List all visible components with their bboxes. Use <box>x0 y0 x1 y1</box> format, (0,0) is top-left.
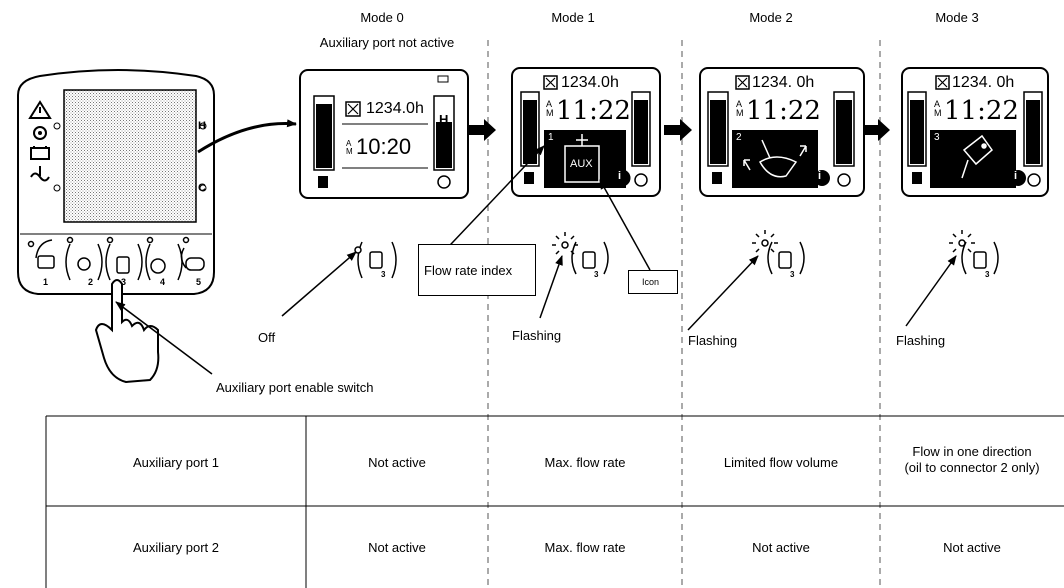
panel-to-display-arrow <box>197 119 297 154</box>
mode1-flow-index: 1 <box>548 132 554 143</box>
temp-icon <box>437 175 451 189</box>
mode2-switch <box>752 230 805 275</box>
mode1-info: i <box>618 170 622 182</box>
table-cell: Not active <box>368 455 426 470</box>
table-row-label: Auxiliary port 2 <box>133 540 219 555</box>
mode0-display <box>299 69 469 199</box>
icon-label: Icon <box>642 277 660 287</box>
mode1-state: Flashing <box>512 328 562 343</box>
mode3-state: Flashing <box>896 333 946 348</box>
mode3-time: 11:22 <box>944 96 1019 126</box>
mode2-title: Mode 2 <box>749 10 793 25</box>
flow-rate-index-callout: Flow rate index <box>418 244 536 296</box>
panel-key-c: C <box>198 182 206 194</box>
aux-icon: AUX <box>570 158 593 170</box>
mode2-info: i <box>818 170 822 182</box>
mode1-title: Mode 1 <box>551 10 595 25</box>
leader-arrows <box>115 145 957 375</box>
mode3-switch <box>949 230 999 275</box>
warning-icon <box>28 100 52 119</box>
table-cell: Limited flow volume <box>723 455 839 470</box>
mode2-hours: 1234. 0h <box>752 74 815 91</box>
mode3-title: Mode 3 <box>935 10 979 25</box>
mode3-info: i <box>1014 170 1018 182</box>
enable-switch-label: Auxiliary port enable switch <box>216 380 374 395</box>
mode2-flow-index: 2 <box>736 132 742 143</box>
icon-callout: Icon <box>628 270 678 294</box>
switch-number: 3 <box>594 270 599 279</box>
panel-button-number: 5 <box>196 277 202 287</box>
table-cell: Flow in one direction (oil to connector … <box>904 444 1040 475</box>
panel-button-number: 4 <box>160 277 166 287</box>
table-row-label: Auxiliary port 1 <box>133 455 219 470</box>
mode1-switch <box>552 232 609 275</box>
flow-rate-index-label: Flow rate index <box>424 263 513 278</box>
mode2-display <box>699 67 865 197</box>
table-cell: Max. flow rate <box>544 540 626 555</box>
mode1-hours: 1234.0h <box>561 74 619 91</box>
mode2-state: Flashing <box>688 333 738 348</box>
panel-key-h: H <box>198 120 206 132</box>
mode1-ampm: AM <box>546 99 554 118</box>
panel-screen <box>63 89 197 223</box>
mode1-display <box>511 67 661 197</box>
mode3-hours: 1234. 0h <box>952 74 1015 91</box>
mode-table-grid <box>45 415 1064 588</box>
table-cell: Not active <box>368 540 426 555</box>
switch-number: 3 <box>985 270 990 279</box>
mode-arrows <box>468 119 890 141</box>
control-panel <box>17 69 215 384</box>
bucket-tilt-icon <box>743 139 807 178</box>
battery-icon <box>30 146 50 160</box>
panel-button-number: 3 <box>121 277 127 287</box>
switch-number: 3 <box>381 270 386 279</box>
mode3-ampm: AM <box>934 99 942 118</box>
table-cell: Not active <box>943 540 1001 555</box>
hand-icon <box>94 279 160 384</box>
mode0-switch <box>354 241 397 279</box>
mode3-display <box>901 67 1049 197</box>
mode2-time: 11:22 <box>746 96 821 126</box>
side-key-h: H <box>439 112 449 127</box>
panel-buttons <box>27 236 205 281</box>
mode0-subtitle: Auxiliary port not active <box>319 35 455 50</box>
breaker-icon <box>961 134 994 179</box>
table-cell: Max. flow rate <box>544 455 626 470</box>
mode0-time: 10:20 <box>356 134 412 159</box>
mode0-ampm: AM <box>346 139 353 156</box>
mode2-ampm: AM <box>736 99 744 118</box>
mode3-flow-index: 3 <box>934 132 940 143</box>
coolant-icon <box>30 166 50 182</box>
fuel-icon <box>318 176 328 188</box>
mode0-hours: 1234.0h <box>366 100 424 117</box>
panel-button-number: 2 <box>88 277 94 287</box>
hourglass-icon <box>345 101 361 117</box>
mode1-time: 11:22 <box>556 96 631 126</box>
table-cell: Not active <box>752 540 810 555</box>
engine-oil-icon <box>33 126 47 140</box>
info-icon <box>613 169 631 187</box>
mode0-state: Off <box>258 330 276 345</box>
panel-button-number: 1 <box>43 277 49 287</box>
switch-number: 3 <box>790 270 795 279</box>
mode0-title: Mode 0 <box>360 10 404 25</box>
